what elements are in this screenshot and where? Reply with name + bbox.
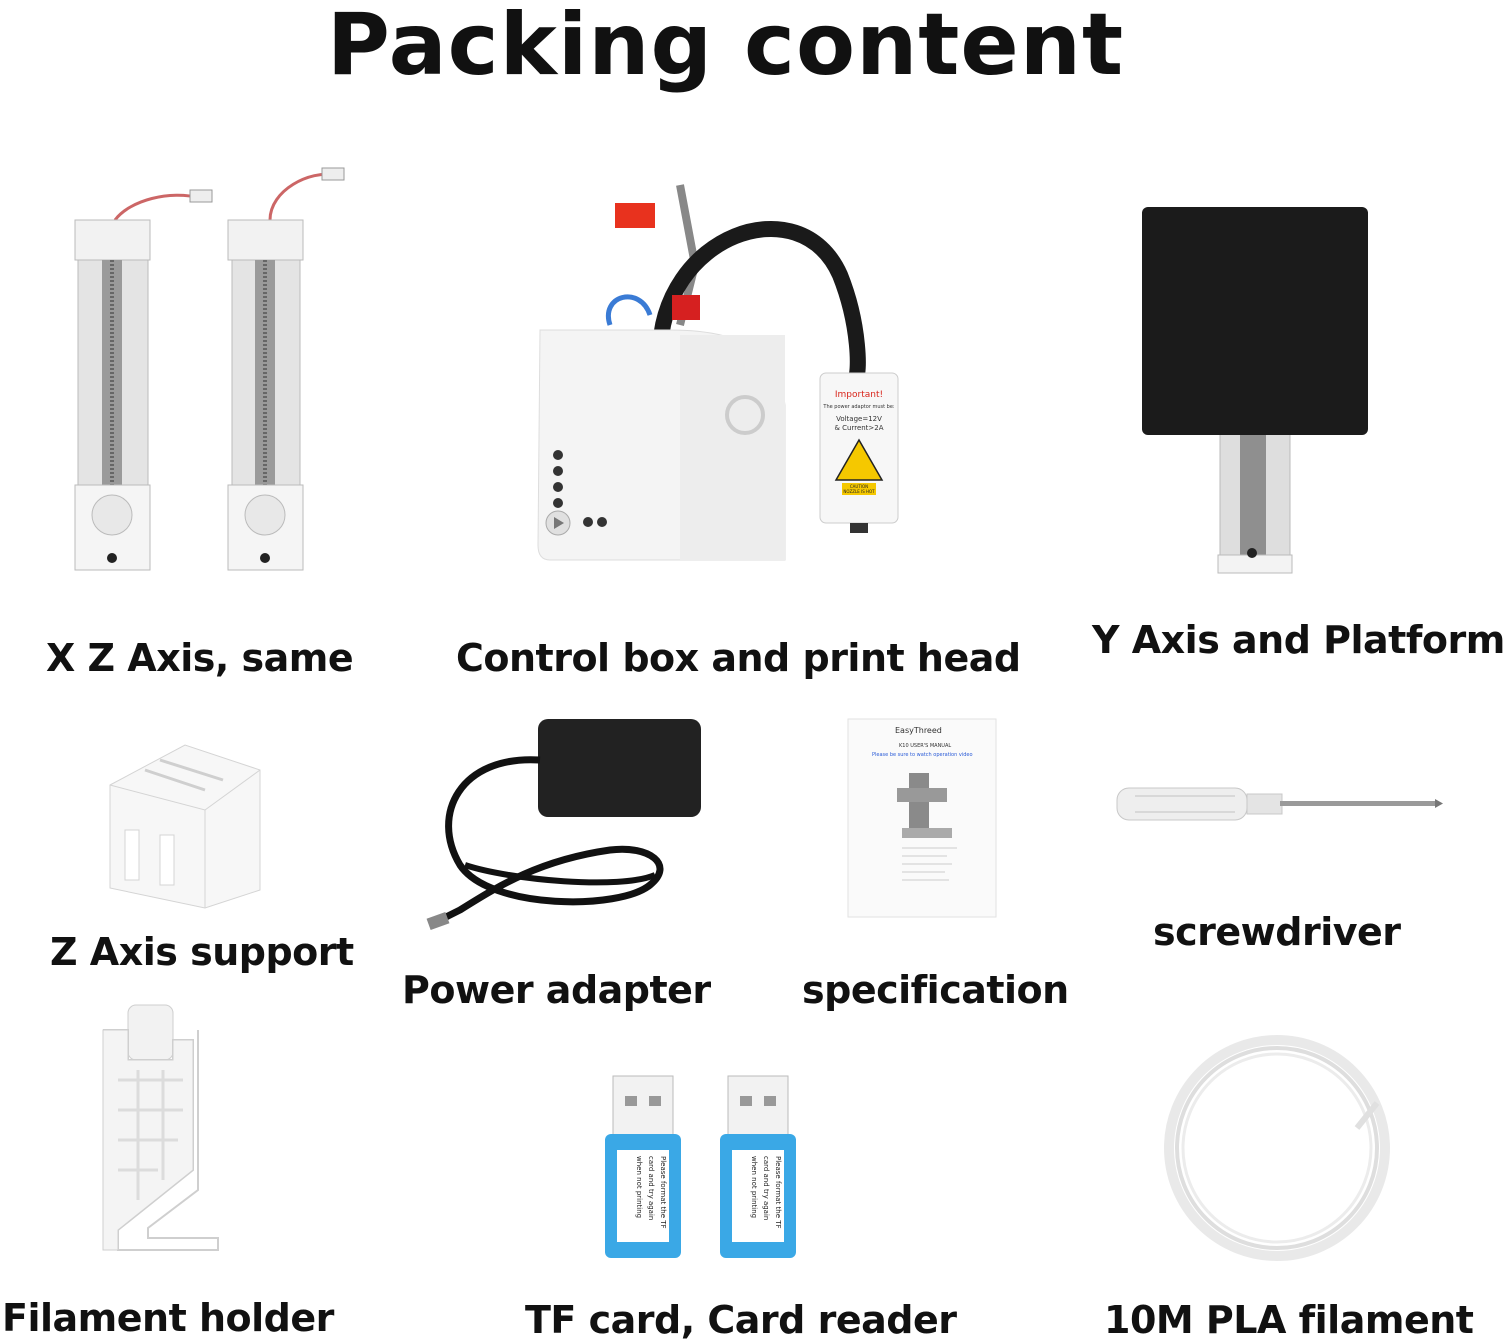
xz-axis-image — [60, 160, 350, 580]
sticker-heading: Important! — [835, 390, 883, 400]
card-reader-left-text-1: Please format the TF — [659, 1156, 667, 1229]
card-reader-left-image: Please format the TF card and try again … — [603, 1072, 683, 1262]
sticker-caution: CAUTION — [850, 484, 868, 489]
card-reader-right-text-1: Please format the TF — [774, 1156, 782, 1229]
axis-rail-left — [74, 189, 213, 571]
card-reader-left-text-3: when not printing — [635, 1156, 643, 1218]
label-y-axis: Y Axis and Platform — [1092, 618, 1505, 662]
label-tf-card: TF card, Card reader — [525, 1298, 957, 1342]
label-z-support: Z Axis support — [50, 930, 354, 974]
manual-link: Please be sure to watch operation video — [872, 752, 973, 758]
label-screwdriver: screwdriver — [1153, 910, 1401, 954]
label-control-box: Control box and print head — [456, 636, 1021, 680]
axis-rail-right — [227, 167, 345, 571]
pla-filament-image — [1162, 1033, 1392, 1263]
manual-image: EasyThreed K10 USER'S MANUAL Please be s… — [847, 718, 997, 918]
manual-model: K10 USER'S MANUAL — [899, 743, 951, 749]
y-axis-platform-image — [1140, 205, 1370, 575]
sticker-line1: The power adaptor must be: — [822, 404, 895, 410]
card-reader-right-text-2: card and try again — [762, 1156, 770, 1220]
label-specification: specification — [802, 968, 1069, 1012]
sticker-line2: Voltage=12V — [836, 415, 882, 423]
label-power-adapter: Power adapter — [402, 968, 711, 1012]
label-xz-axis: X Z Axis, same — [46, 636, 354, 680]
sticker-line3: & Current>2A — [834, 424, 883, 432]
label-pla-filament: 10M PLA filament — [1104, 1298, 1474, 1342]
card-reader-left-text-2: card and try again — [647, 1156, 655, 1220]
sticker-caution2: NOZZLE IS HOT — [843, 489, 875, 494]
card-reader-right-image: Please format the TF card and try again … — [718, 1072, 798, 1262]
power-adapter-image — [420, 715, 705, 935]
label-filament-holder: Filament holder — [2, 1296, 334, 1340]
filament-holder-image — [88, 1000, 228, 1260]
page-title: Packing content — [326, 0, 1125, 95]
manual-brand: EasyThreed — [895, 726, 942, 735]
control-box-image: Important! The power adaptor must be: Vo… — [530, 175, 910, 570]
z-support-image — [105, 740, 265, 910]
screwdriver-image — [1115, 782, 1445, 827]
card-reader-right-text-3: when not printing — [750, 1156, 758, 1218]
